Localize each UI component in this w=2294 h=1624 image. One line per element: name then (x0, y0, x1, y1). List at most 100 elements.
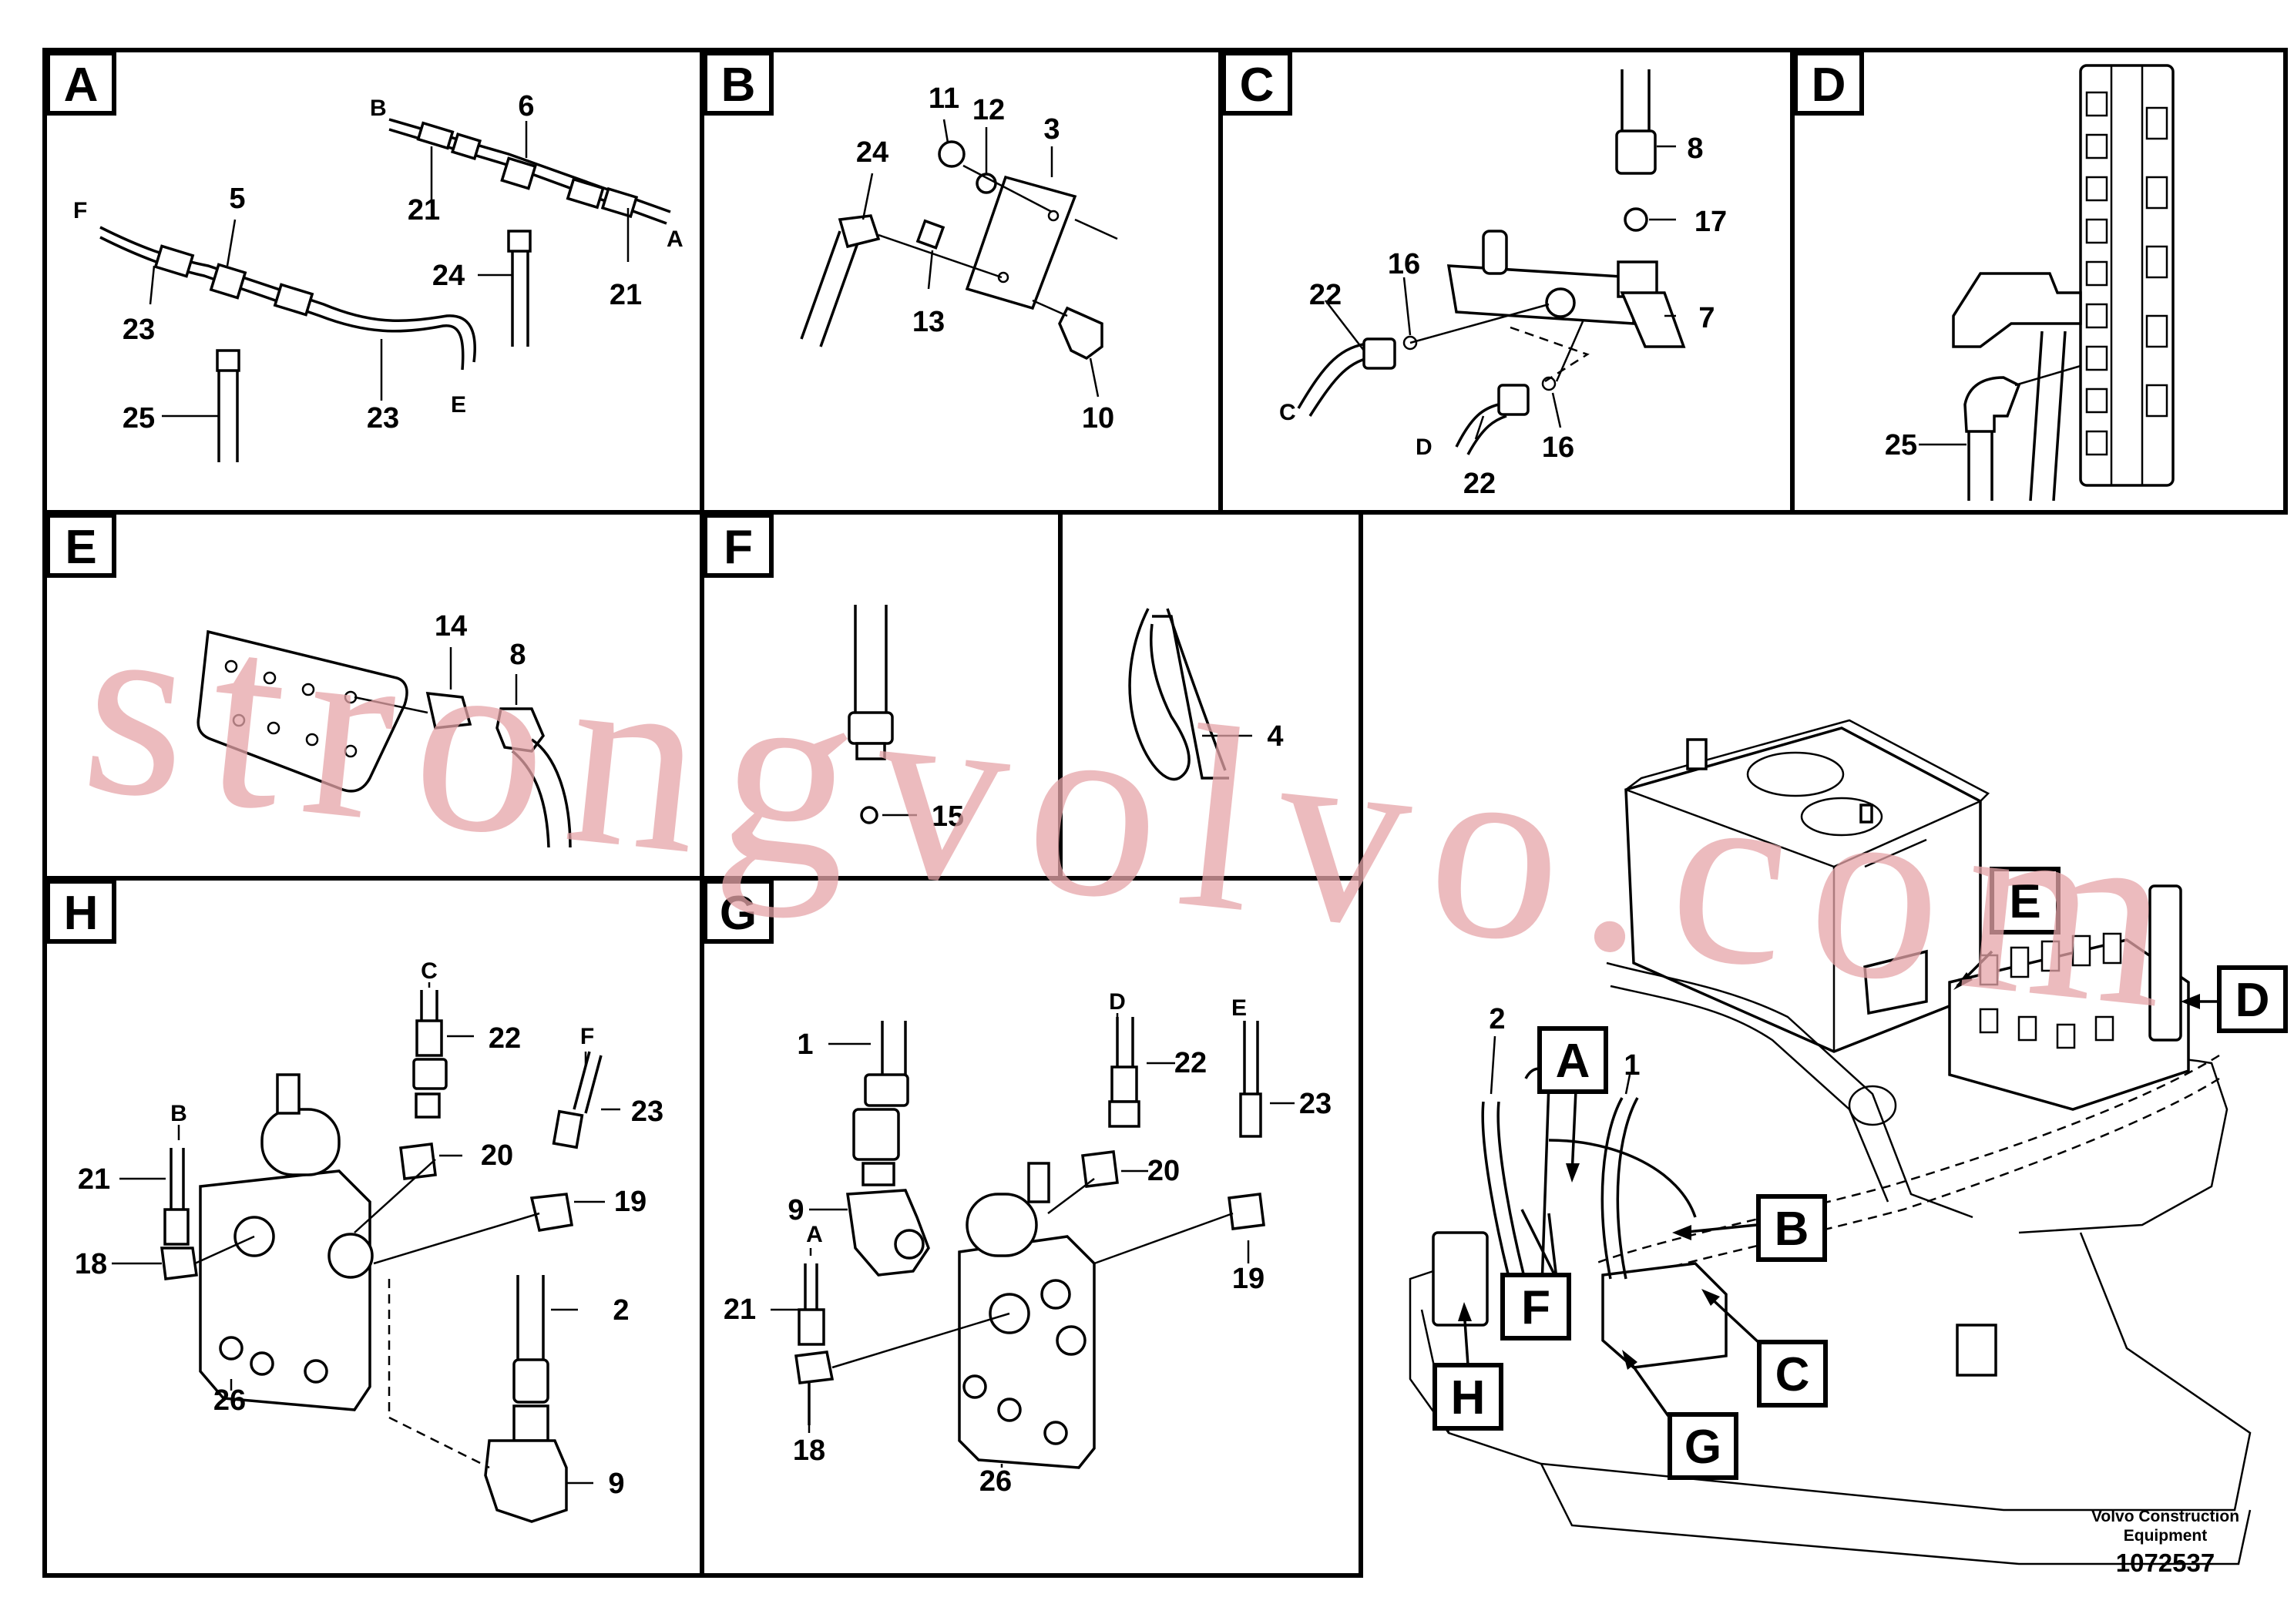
callout-label: C (1279, 400, 1296, 425)
marker-e: E (1953, 867, 2061, 990)
marker-letter: G (1684, 1421, 1721, 1474)
panel-b-frame (700, 48, 1223, 515)
panel-letter: H (64, 887, 99, 940)
panel-label-f: F (703, 513, 774, 578)
panel-g-frame (700, 876, 1363, 1578)
panel-label-d: D (1793, 51, 1864, 116)
marker-f: F (1500, 1209, 1571, 1340)
credit-line2: Equipment (2124, 1527, 2208, 1545)
panel-e-callouts: 14 8 (435, 610, 526, 671)
marker-a: A (1537, 1026, 1608, 1183)
marker-letter: F (1521, 1281, 1550, 1334)
callout-label: 7 (1698, 302, 1715, 334)
panel-letter: E (65, 521, 96, 574)
callout-label: 2 (613, 1294, 629, 1327)
panel-label-g: G (703, 879, 774, 944)
callout-label: 1 (1624, 1049, 1640, 1082)
callout-label: 18 (75, 1248, 107, 1280)
callout-label: E (451, 392, 466, 418)
callout-label: 12 (972, 94, 1005, 126)
callout-label: 21 (724, 1293, 756, 1326)
panel-label-c: C (1221, 51, 1292, 116)
document-number: 1072537 (2116, 1549, 2215, 1577)
panel-letter: D (1812, 59, 1846, 112)
callout-label: F (580, 1024, 594, 1049)
panel-d-callouts: 25 (1885, 429, 1917, 461)
callout-label: 22 (489, 1022, 521, 1055)
callout-label: B (170, 1101, 187, 1126)
panel-c-callouts: 8 17 16 22 7 C D 22 16 (1279, 133, 1727, 500)
marker-letter: C (1775, 1348, 1810, 1401)
panel-b-callouts: 11 12 3 24 13 10 (856, 82, 1114, 435)
marker-letter: D (2235, 974, 2270, 1027)
panel-g-drawing (771, 1013, 1295, 1469)
callout-label: 25 (1885, 429, 1917, 461)
panel-letter: G (720, 887, 757, 940)
callout-label: 18 (793, 1434, 825, 1467)
callout-label: 10 (1082, 402, 1114, 435)
callout-label: 6 (518, 90, 534, 122)
marker-letter: B (1775, 1203, 1809, 1256)
callout-label: 17 (1694, 206, 1727, 238)
callout-label: 3 (1043, 113, 1060, 146)
marker-g: G (1622, 1350, 1738, 1480)
marker-d: D (2181, 965, 2288, 1033)
panel-label-h: H (45, 879, 116, 944)
panel-g-callouts: 1 D 22 E 23 20 9 19 A 21 18 26 (724, 989, 1332, 1498)
callout-label: C (421, 958, 438, 984)
callout-label: 16 (1542, 431, 1574, 464)
panel-frames (42, 48, 2288, 1578)
callout-label: 19 (1232, 1263, 1265, 1295)
callout-label: 21 (408, 194, 440, 226)
callout-label: 11 (929, 82, 959, 115)
marker-h: H (1432, 1302, 1503, 1431)
marker-b: B (1672, 1194, 1827, 1262)
panel-h-drawing (112, 982, 620, 1523)
overview-markers: E D A B F C (1432, 867, 2288, 1480)
callout-label: B (370, 96, 387, 121)
overview-callouts: 2 1 (1489, 1003, 1640, 1082)
callout-label: F (73, 198, 87, 223)
panel-letter: C (1240, 59, 1275, 112)
callout-label: 20 (481, 1139, 513, 1172)
panel-e-drawing (196, 629, 572, 848)
panel-labels: A B C D E F H G (45, 51, 1864, 944)
callout-label: 5 (229, 183, 245, 215)
panel-label-b: B (703, 51, 774, 116)
panel-f-callouts: 15 (932, 800, 964, 833)
credit-block: Volvo Construction Equipment 1072537 (2091, 1508, 2239, 1577)
panel-d-frame (1790, 48, 2288, 515)
panel-c-drawing (1297, 69, 1686, 455)
callout-label: 25 (123, 402, 155, 435)
callout-label: 23 (1299, 1088, 1332, 1120)
overview-drawing (1409, 719, 2252, 1565)
callout-label: 24 (856, 136, 888, 169)
panel-h-callouts: C 22 F 23 B 20 21 19 18 2 26 9 (75, 958, 663, 1500)
panel-f-drawing (848, 605, 917, 824)
callout-label: 8 (509, 639, 526, 671)
callout-label: 19 (614, 1186, 647, 1218)
callout-label: 22 (1309, 279, 1342, 311)
cable-tie-callouts: 4 (1267, 720, 1283, 753)
callout-label: 23 (367, 402, 399, 435)
credit-line1: Volvo Construction (2091, 1508, 2239, 1525)
panel-b-drawing (800, 119, 1118, 398)
panel-letter: B (721, 59, 756, 112)
panel-a-callouts: B 6 F 5 21 24 A 21 23 25 23 E (73, 90, 683, 435)
callout-label: D (1109, 989, 1126, 1015)
callout-label: 4 (1267, 720, 1283, 753)
callout-label: 26 (979, 1465, 1012, 1498)
callout-label: 9 (608, 1468, 624, 1500)
callout-label: A (806, 1222, 823, 1247)
callout-label: 16 (1388, 248, 1420, 280)
callout-label: 21 (78, 1163, 110, 1196)
callout-label: 2 (1489, 1003, 1505, 1035)
panel-a-drawing (99, 118, 671, 462)
marker-letter: H (1451, 1371, 1486, 1424)
callout-label: 9 (788, 1194, 804, 1226)
callout-label: 20 (1147, 1155, 1180, 1187)
callout-label: 1 (797, 1028, 813, 1061)
panel-letter: A (64, 59, 99, 112)
callout-label: 8 (1687, 133, 1703, 165)
